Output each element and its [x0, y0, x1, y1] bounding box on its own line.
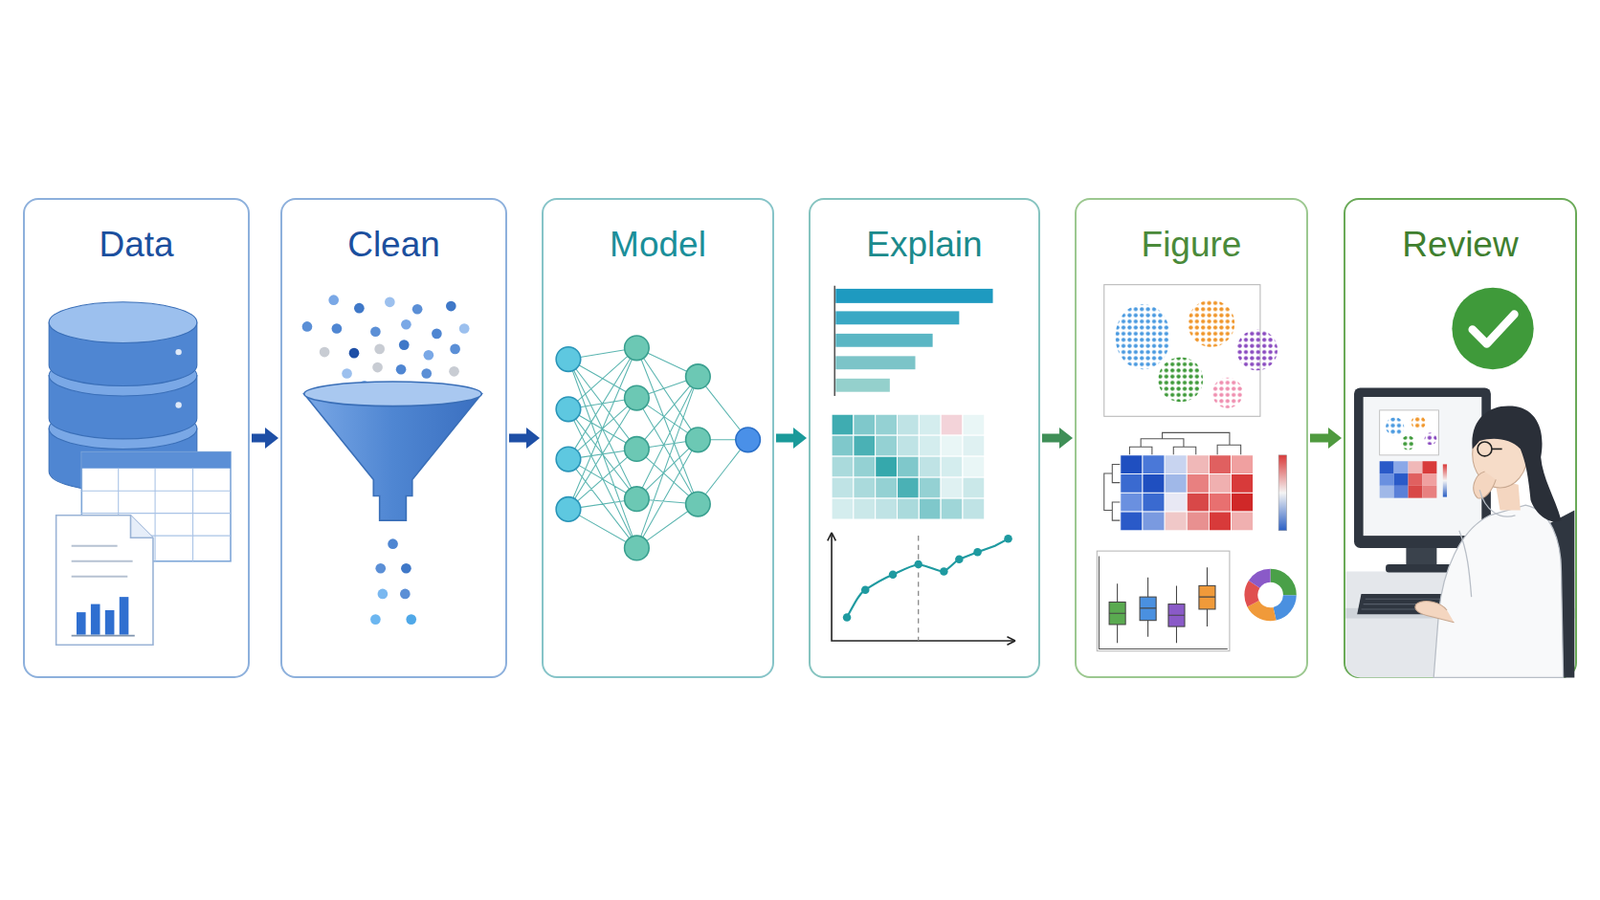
arrow-head [1328, 427, 1342, 449]
arrow-head [526, 427, 540, 449]
stage-panel: Model [541, 198, 775, 679]
flow-arrow [251, 427, 279, 449]
flow-arrow [1042, 427, 1073, 449]
database-icon [48, 302, 198, 493]
donut-chart [1250, 576, 1290, 616]
flow-arrow [1310, 427, 1342, 449]
line-chart [827, 533, 1016, 645]
arrow-shaft [1042, 434, 1062, 444]
panel-heading: Model [543, 200, 773, 267]
stage-panel: Clean [280, 198, 508, 679]
scatter-plot [1104, 285, 1278, 418]
panel-heading: Clean [282, 200, 506, 267]
panel-heading: Figure [1076, 200, 1307, 267]
check-badge [1451, 288, 1534, 370]
funnel-icon [302, 294, 483, 625]
arrow-shaft [509, 434, 529, 444]
panel-heading: Data [24, 200, 248, 267]
flow-arrow [776, 427, 807, 449]
stage-panel: Review [1343, 198, 1578, 679]
arrow-shaft [1310, 434, 1331, 444]
bar-chart [834, 286, 993, 397]
stage-panel: Data [22, 198, 250, 679]
box-plot [1096, 551, 1230, 652]
reviewer-scene [1345, 387, 1575, 678]
flow-arrow [509, 427, 540, 449]
clustered-heatmap [1104, 432, 1288, 531]
spreadsheet-icon [81, 452, 231, 562]
arrow-shaft [251, 434, 267, 444]
stage-panel: Figure [1074, 198, 1309, 679]
heatmap [831, 414, 985, 520]
arrow-head [793, 427, 807, 449]
stage-panel: Explain [808, 198, 1041, 679]
arrow-head [1059, 427, 1073, 449]
neural-network-icon [555, 335, 760, 561]
panel-heading: Review [1345, 200, 1576, 267]
arrow-shaft [776, 434, 796, 444]
document-icon [56, 515, 154, 645]
arrow-head [265, 427, 279, 449]
panel-heading: Explain [810, 200, 1039, 267]
